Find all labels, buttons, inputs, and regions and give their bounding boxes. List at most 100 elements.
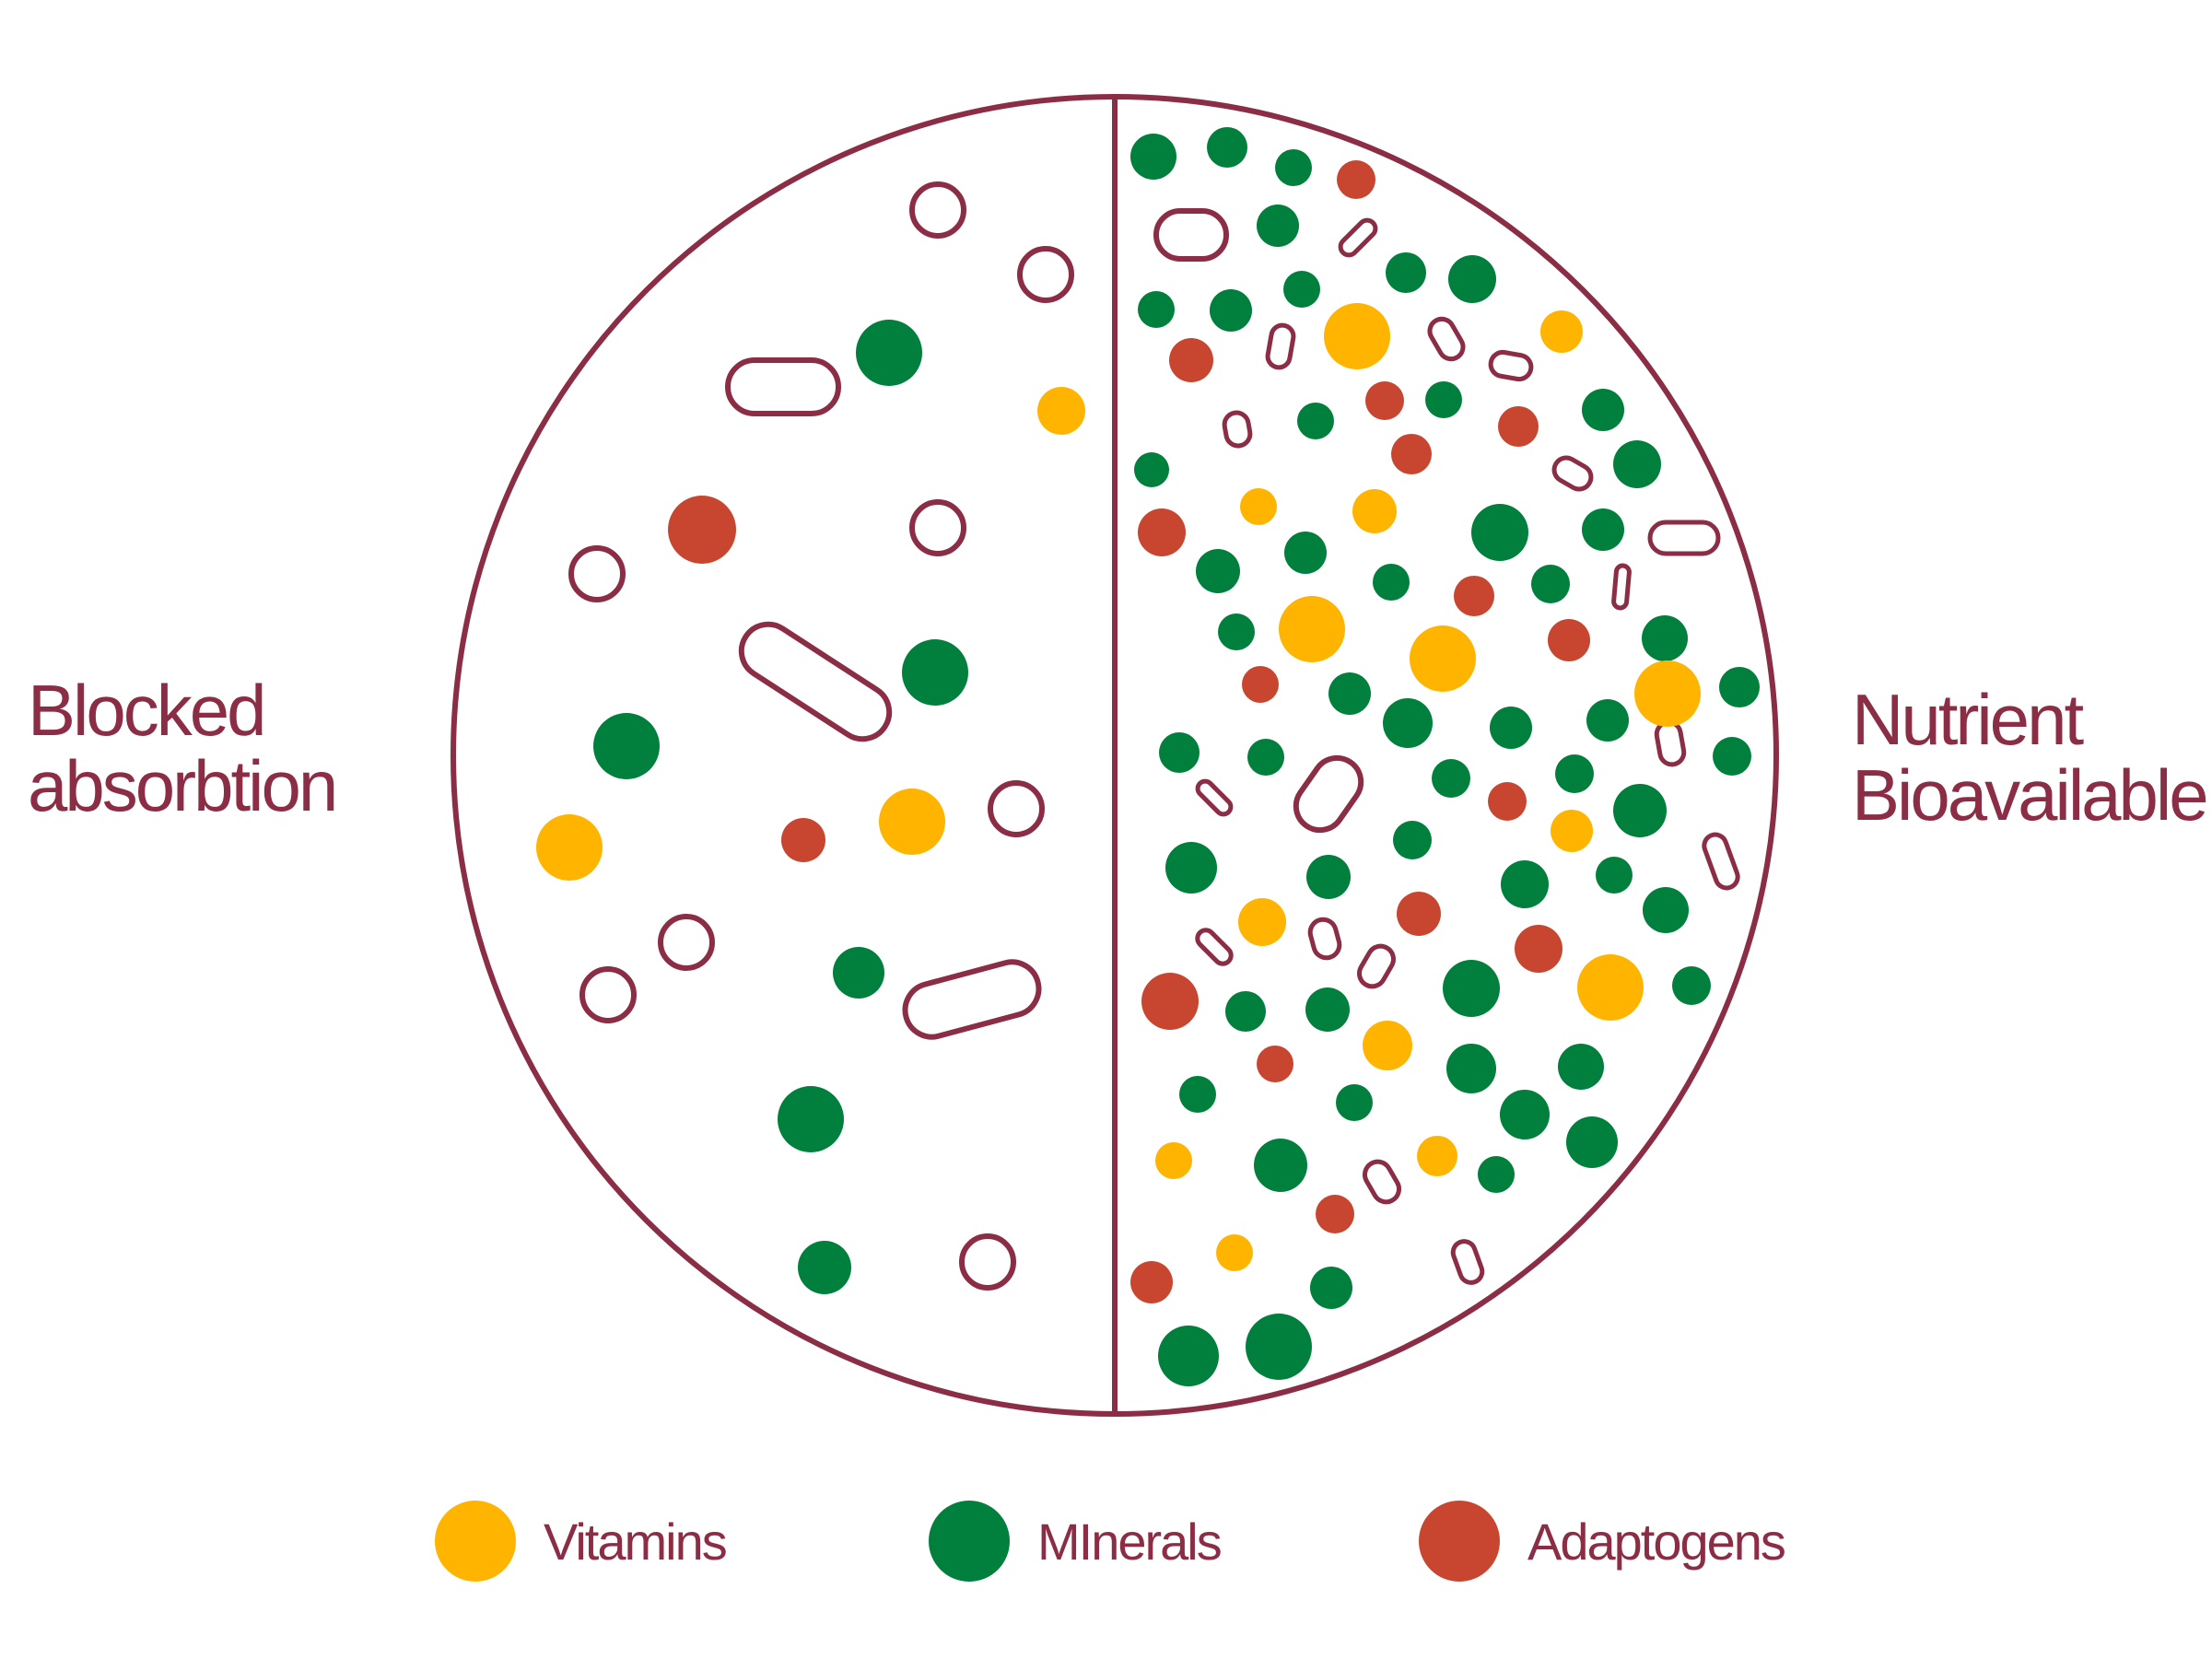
mineral-particle — [1247, 739, 1284, 776]
vitamin-particle — [1238, 898, 1286, 946]
mineral-particle — [1471, 504, 1528, 561]
mineral-particle — [1500, 1090, 1550, 1139]
mineral-particle — [1558, 1044, 1604, 1090]
mineral-particle — [1138, 291, 1175, 328]
mineral-particle — [902, 639, 968, 706]
mineral-particle — [1305, 987, 1350, 1032]
capsule-outline — [1611, 563, 1632, 611]
mineral-particle — [1159, 732, 1200, 773]
capsule-outline — [1654, 719, 1687, 767]
blocked-ring — [568, 545, 626, 602]
mineral-particle — [1254, 1139, 1307, 1192]
adaptogen-particle — [1337, 160, 1375, 199]
adaptogen-particle — [1138, 508, 1186, 556]
mineral-particle — [1501, 860, 1549, 908]
legend-label-adaptogens: Adaptogens — [1527, 1512, 1786, 1571]
vitamin-particle — [1352, 489, 1397, 533]
mineral-particle — [1246, 1314, 1312, 1380]
blocked-ring — [959, 1233, 1016, 1291]
mineral-particle — [1386, 252, 1426, 293]
mineral-particle — [1218, 613, 1255, 650]
mineral-particle — [1490, 707, 1532, 749]
adaptogen-particle — [1316, 1195, 1354, 1233]
mineral-particle — [1596, 857, 1633, 894]
mineral-particle — [1275, 149, 1312, 186]
vitamin-particle — [1324, 303, 1390, 369]
blocked-absorption-label-line1: Blocked — [28, 670, 267, 751]
capsule-outline — [1488, 349, 1534, 382]
mineral-particle — [1713, 737, 1751, 776]
blocked-ring — [1017, 246, 1074, 303]
vitamin-particle — [1634, 660, 1701, 727]
mineral-particle — [1393, 821, 1432, 859]
mineral-particle — [1443, 960, 1500, 1017]
mineral-particle — [1210, 289, 1252, 332]
mineral-particle — [1310, 1267, 1352, 1309]
adaptogen-particle — [1169, 338, 1213, 382]
vitamin-particle — [1216, 1234, 1253, 1271]
vitamin-particle — [1037, 387, 1085, 435]
vitamin-particle — [1551, 810, 1593, 852]
vitamin-particle — [1363, 1021, 1412, 1070]
capsule-outline — [1551, 455, 1594, 492]
vitamin-particle — [1155, 1142, 1192, 1179]
capsule-outline — [1450, 1239, 1485, 1285]
adaptogen-particle — [1365, 381, 1404, 420]
mineral-particle — [1642, 615, 1688, 661]
capsule-outline — [1338, 217, 1378, 258]
capsule-outline — [738, 621, 893, 742]
mineral-particle — [1130, 134, 1176, 180]
mineral-particle — [1448, 255, 1496, 303]
capsule-outline — [725, 357, 841, 416]
mineral-particle — [1478, 1156, 1515, 1193]
vitamin-particle — [1240, 488, 1277, 525]
mineral-particle — [1613, 784, 1667, 837]
mineral-particle — [1179, 1076, 1216, 1113]
mineral-particle — [1134, 452, 1169, 487]
blocked-absorption-label-line2: absorbtion — [28, 745, 338, 826]
adaptogen-particle — [781, 818, 825, 862]
capsule-outline — [1195, 778, 1234, 817]
capsule-outline — [1427, 316, 1466, 362]
legend-item-adaptogens: Adaptogens — [1419, 1500, 1786, 1583]
capsule-outline — [1265, 322, 1296, 370]
mineral-particle — [1582, 389, 1624, 431]
mineral-particle — [1306, 855, 1351, 899]
capsule-outline — [1195, 928, 1234, 966]
particle-layer — [536, 127, 1760, 1386]
adaptogen-particle — [1515, 925, 1562, 973]
blocked-ring — [579, 966, 637, 1023]
mineral-particle — [1643, 887, 1689, 933]
mineral-particle — [1336, 1084, 1373, 1121]
mineral-particle — [1297, 403, 1334, 439]
minerals-swatch — [929, 1501, 1010, 1582]
mineral-particle — [1613, 440, 1661, 488]
adaptogens-swatch — [1419, 1501, 1500, 1582]
mineral-particle — [1196, 549, 1240, 593]
capsule-outline — [1222, 410, 1253, 449]
legend-item-vitamins: Vitamins — [435, 1500, 728, 1583]
adaptogen-particle — [668, 496, 736, 564]
vitamins-swatch — [435, 1501, 516, 1582]
legend-label-minerals: MInerals — [1037, 1512, 1223, 1571]
mineral-particle — [1586, 699, 1629, 742]
legend-item-minerals: MInerals — [929, 1500, 1223, 1583]
blocked-ring — [988, 780, 1045, 837]
legend-label-vitamins: Vitamins — [544, 1512, 728, 1571]
capsule-outline — [902, 959, 1042, 1040]
blocked-ring — [658, 914, 715, 971]
adaptogen-particle — [1130, 1261, 1173, 1303]
nutrient-bioavailable-label: Nutrient Bioavailable — [1852, 682, 2209, 833]
mineral-particle — [798, 1241, 851, 1294]
mineral-particle — [1672, 966, 1711, 1005]
capsule-outline — [1357, 943, 1396, 989]
adaptogen-particle — [1548, 619, 1590, 661]
adaptogen-particle — [1454, 576, 1494, 616]
mineral-particle — [1566, 1116, 1618, 1168]
mineral-particle — [1257, 204, 1299, 247]
adaptogen-particle — [1397, 892, 1441, 936]
adaptogen-particle — [1498, 406, 1539, 447]
mineral-particle — [856, 320, 922, 386]
mineral-particle — [833, 947, 884, 999]
